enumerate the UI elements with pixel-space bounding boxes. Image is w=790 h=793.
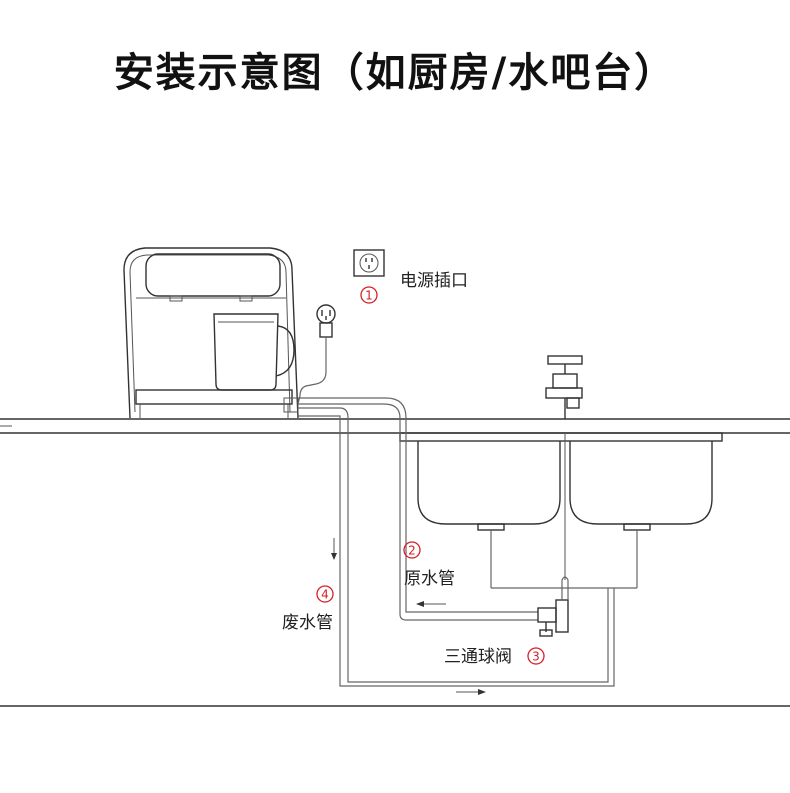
marker-2: 2 [403, 541, 421, 559]
page-title: 安装示意图（如厨房/水吧台） [113, 50, 677, 96]
tee-ball-valve-icon [537, 576, 569, 637]
raw-water-pipe-label: 原水管 [404, 569, 455, 589]
marker-3: 3 [527, 647, 545, 665]
power-socket-label: 电源插口 [400, 271, 468, 291]
raw-water-pipe [298, 397, 538, 621]
water-purifier [123, 247, 299, 419]
marker-4: 4 [316, 585, 334, 603]
marker-1: 1 [360, 286, 378, 304]
faucet-icon [545, 355, 583, 419]
wall-socket-icon [353, 249, 385, 277]
svg-text:4: 4 [321, 588, 329, 602]
svg-text:2: 2 [408, 544, 416, 558]
waste-water-pipe-label: 废水管 [282, 613, 333, 633]
power-plug-icon [297, 304, 336, 405]
tee-ball-valve-label: 三通球阀 [444, 647, 512, 667]
svg-text:3: 3 [532, 650, 540, 664]
svg-text:1: 1 [365, 289, 373, 303]
countertop [0, 418, 790, 434]
double-sink [399, 432, 723, 589]
waste-water-pipe [298, 407, 615, 695]
